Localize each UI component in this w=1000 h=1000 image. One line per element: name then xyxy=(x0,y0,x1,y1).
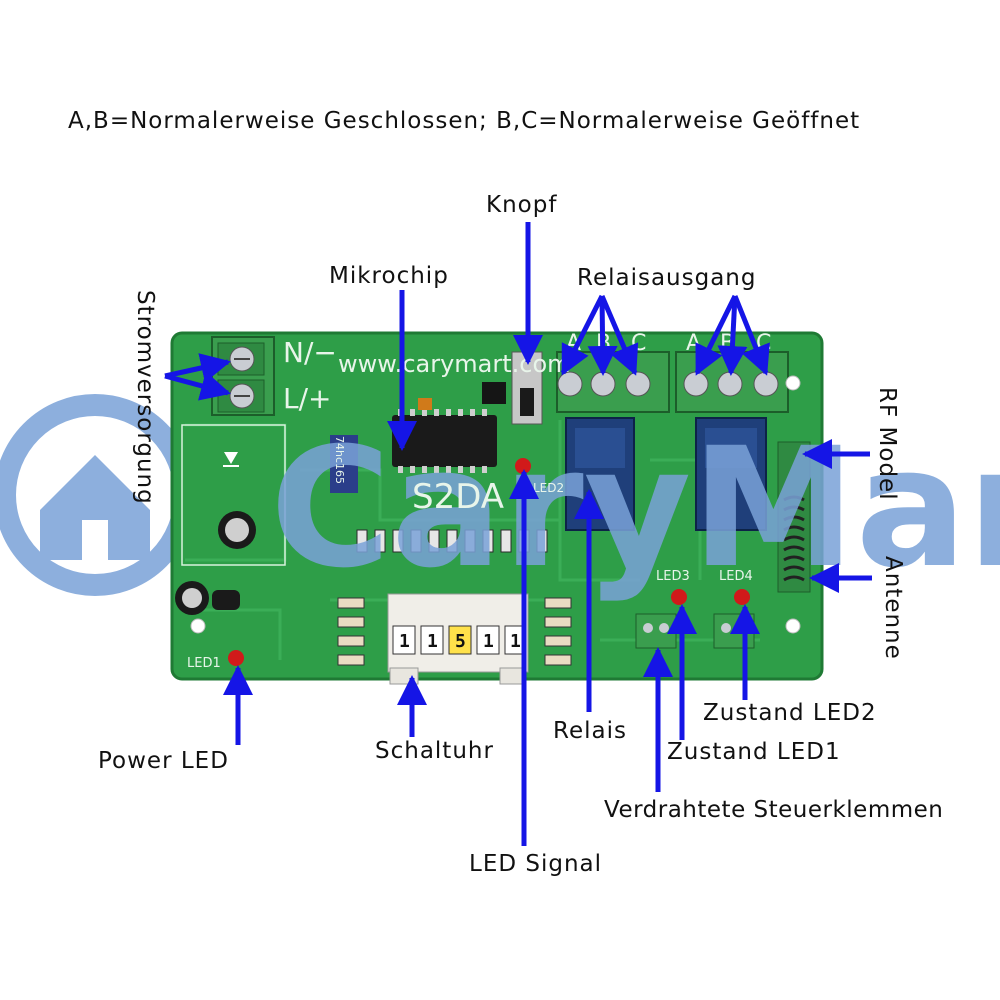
label-verdrahtete: Verdrahtete Steuerklemmen xyxy=(604,797,944,823)
led2-label: LED2 xyxy=(533,481,564,495)
watermark-logo xyxy=(0,394,196,596)
model-label: S2DA xyxy=(412,477,504,517)
mounting-holes xyxy=(190,375,801,634)
label-schaltuhr: Schaltuhr xyxy=(375,738,494,764)
capacitors xyxy=(175,511,256,615)
dip-digit-4: 1 xyxy=(483,631,494,652)
label-power-led: Power LED xyxy=(98,748,229,774)
dip-digit-1: 1 xyxy=(399,631,410,652)
power-terminal-block xyxy=(211,336,275,416)
resistors-left xyxy=(337,597,365,666)
dip-digit-5: 1 xyxy=(510,631,521,652)
n-terminal-label: N/− xyxy=(283,336,337,369)
leds xyxy=(228,458,750,666)
arrow-relaisausgang-c2 xyxy=(732,295,770,376)
arrow-strom-l xyxy=(164,371,231,401)
shift-register-chip xyxy=(330,435,358,493)
label-zustand-led1: Zustand LED1 xyxy=(667,739,841,765)
oscillator xyxy=(418,398,432,410)
l-terminal-label: L/+ xyxy=(283,382,332,415)
led1-label: LED1 xyxy=(187,656,221,671)
led3-label: LED3 xyxy=(656,569,690,584)
microchip xyxy=(392,409,497,473)
arrow-relaisausgang-c1 xyxy=(599,295,639,376)
callout-arrows xyxy=(164,222,872,846)
label-mikrochip: Mikrochip xyxy=(329,263,449,289)
website-label: www.carymart.com xyxy=(338,350,571,378)
label-knopf: Knopf xyxy=(486,192,558,218)
dip-digit-2: 1 xyxy=(427,631,438,652)
arrow-relaisausgang-a2 xyxy=(694,294,738,376)
label-relais: Relais xyxy=(553,718,627,744)
terminal-letter-c-left: C xyxy=(631,331,646,356)
dip-digits: 1 1 5 1 1 xyxy=(392,625,526,655)
resistors-right xyxy=(544,597,572,666)
dip-digit-3: 5 xyxy=(455,631,466,652)
small-ic xyxy=(482,382,506,404)
header-note: A,B=Normalerweise Geschlossen; B,C=Norma… xyxy=(68,108,861,134)
arrow-relaisausgang-a1 xyxy=(560,294,605,376)
arrow-strom-n xyxy=(164,353,231,383)
label-zustand-led2: Zustand LED2 xyxy=(703,700,877,726)
terminal-letter-a-right: A xyxy=(686,331,701,356)
label-relaisausgang: Relaisausgang xyxy=(577,265,757,291)
arrow-relaisausgang-b2 xyxy=(717,295,748,376)
label-stromversorgung: Stromversorgung xyxy=(132,290,158,505)
arrow-relaisausgang-b1 xyxy=(587,295,618,376)
label-rf-model: RF Model xyxy=(874,387,900,501)
label-antenne: Antenne xyxy=(880,556,906,660)
relay-terminals-left xyxy=(556,351,670,413)
led4-label: LED4 xyxy=(719,569,753,584)
label-led-signal: LED Signal xyxy=(469,851,603,877)
relay-right xyxy=(695,417,767,531)
chip-label: 74hc165 xyxy=(333,436,346,484)
